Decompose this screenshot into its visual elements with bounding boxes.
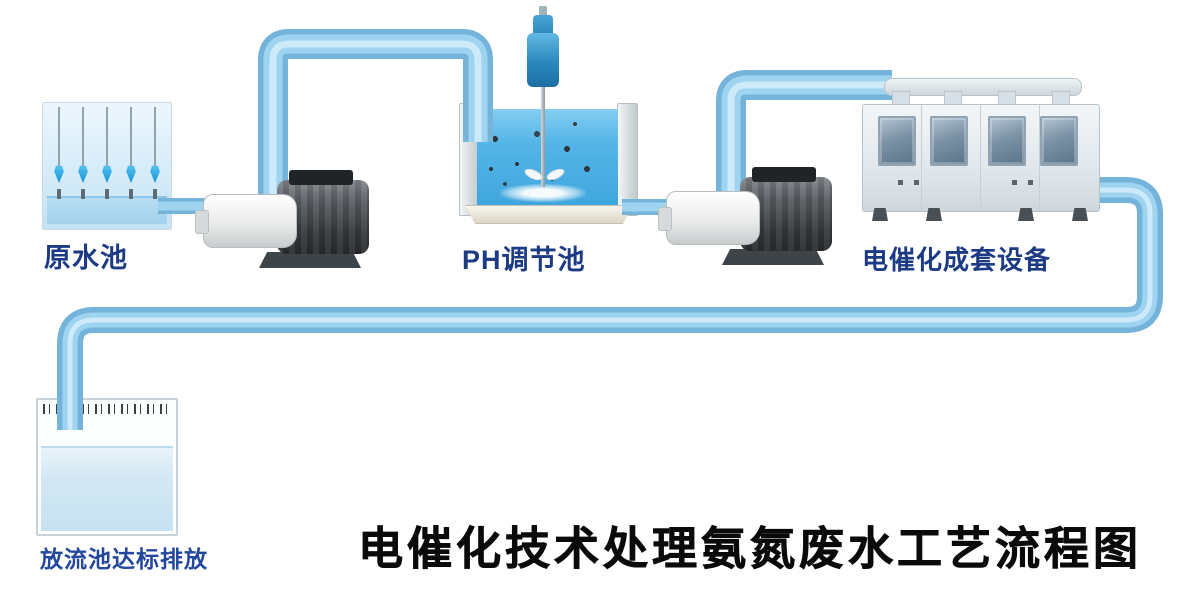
mixer-cap	[533, 15, 553, 37]
pump-base	[722, 249, 824, 265]
spray-nozzle	[53, 107, 65, 207]
ph-tank-base-tray	[464, 205, 634, 224]
discharge-tank	[36, 398, 178, 536]
pump-terminal-box	[752, 167, 816, 182]
pump-housing	[203, 194, 297, 248]
cabinet-handle	[898, 180, 903, 185]
pump-inlet-flange	[195, 210, 209, 234]
label-ph-tank: PH调节池	[462, 245, 586, 275]
nozzle-pipe	[82, 107, 84, 167]
pump-base	[259, 252, 361, 268]
diagram-title: 电催化技术处理氨氮废水工艺流程图	[358, 524, 1143, 575]
label-raw-water-tank: 原水池	[44, 243, 128, 273]
pump-1	[195, 168, 371, 270]
nozzle-valve	[105, 189, 109, 199]
nozzle-pipe	[106, 107, 108, 167]
mixer-shaft	[541, 87, 545, 187]
cabinet-window	[930, 116, 968, 166]
nozzle-pipe	[58, 107, 60, 167]
nozzle-valve	[153, 189, 157, 199]
mixing-splash	[500, 184, 586, 202]
cabinet-foot	[1018, 208, 1034, 221]
cabinet-window	[1040, 116, 1078, 166]
discharge-tank-scale-marks	[43, 404, 167, 414]
water-drop-icon	[150, 165, 160, 183]
spray-nozzle	[125, 107, 137, 207]
label-electrocatalytic-unit: 电催化成套设备	[862, 245, 1052, 275]
spray-nozzle	[77, 107, 89, 207]
spray-nozzle	[149, 107, 161, 207]
mixer-motor	[527, 33, 559, 87]
cabinet-foot	[926, 208, 942, 221]
cabinet-window	[988, 116, 1026, 166]
nozzle-valve	[81, 189, 85, 199]
water-drop-icon	[126, 165, 136, 183]
electrocatalytic-cabinet	[862, 76, 1100, 224]
water-drop-icon	[54, 165, 64, 183]
pump-inlet-flange	[658, 207, 672, 231]
water-drop-icon	[78, 165, 88, 183]
cabinet-window	[878, 116, 916, 166]
label-discharge-tank: 放流池达标排放	[40, 546, 208, 572]
cabinet-handle	[1012, 180, 1017, 185]
cabinet-handle	[1028, 180, 1033, 185]
water-drop-icon	[102, 165, 112, 183]
cabinet-handle	[914, 180, 919, 185]
raw-water-tank	[42, 102, 172, 230]
pump-housing	[666, 191, 760, 245]
pump-2	[658, 165, 834, 267]
pump-terminal-box	[289, 170, 353, 185]
cabinet-foot	[1072, 208, 1088, 221]
raw-water-surface	[47, 196, 167, 224]
nozzle-valve	[129, 189, 133, 199]
cabinet-foot	[872, 208, 888, 221]
cabinet-top-manifold	[884, 78, 1082, 96]
spray-nozzle	[101, 107, 113, 207]
discharge-tank-water	[41, 446, 173, 531]
nozzle-pipe	[154, 107, 156, 167]
nozzle-valve	[57, 189, 61, 199]
nozzle-pipe	[130, 107, 132, 167]
mixer-knob	[539, 6, 547, 18]
